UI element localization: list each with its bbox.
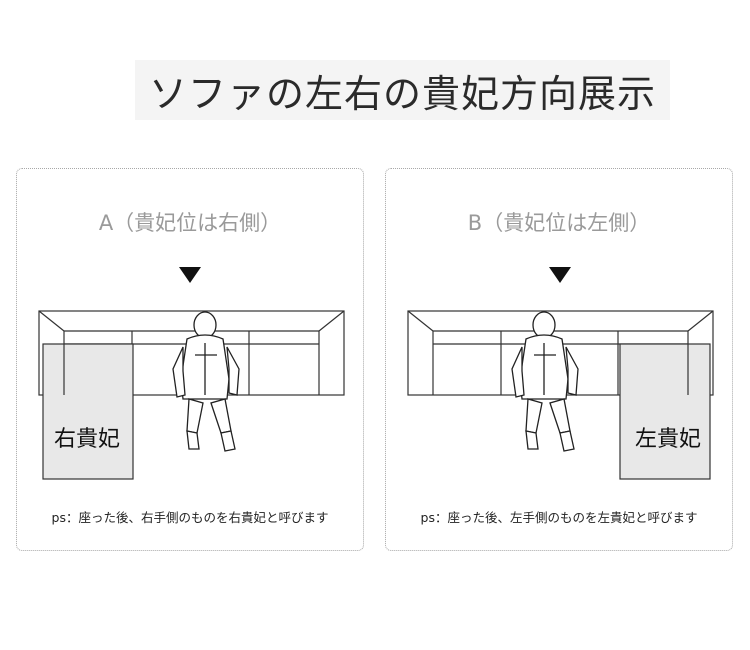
panel-a-heading: A（貴妃位は右側）	[98, 211, 282, 235]
chaise-area-a	[42, 343, 134, 480]
page-title: ソファの左右の貴妃方向展示	[148, 71, 656, 116]
person-figure-icon	[511, 311, 579, 452]
person-figure-icon	[172, 311, 240, 452]
chaise-label-a: 右貴妃	[54, 427, 120, 452]
panel-a: A（貴妃位は右側） 右貴妃	[16, 168, 364, 551]
down-triangle-icon	[549, 267, 571, 283]
sofa-diagram-a: 右貴妃	[38, 310, 345, 480]
panel-a-note: ps：座った後、右手側のものを右貴妃と呼びます	[51, 510, 329, 525]
panel-b-note: ps：座った後、左手側のものを左貴妃と呼びます	[420, 510, 698, 525]
title-banner: ソファの左右の貴妃方向展示	[135, 60, 670, 120]
sofa-diagram-b: 左貴妃	[407, 310, 714, 480]
down-triangle-icon	[179, 267, 201, 283]
panel-b-heading: B（貴妃位は左側）	[467, 211, 651, 235]
chaise-area-b	[619, 343, 711, 480]
panel-b: B（貴妃位は左側） 左貴妃 ps：	[385, 168, 733, 551]
chaise-label-b: 左貴妃	[635, 427, 701, 452]
